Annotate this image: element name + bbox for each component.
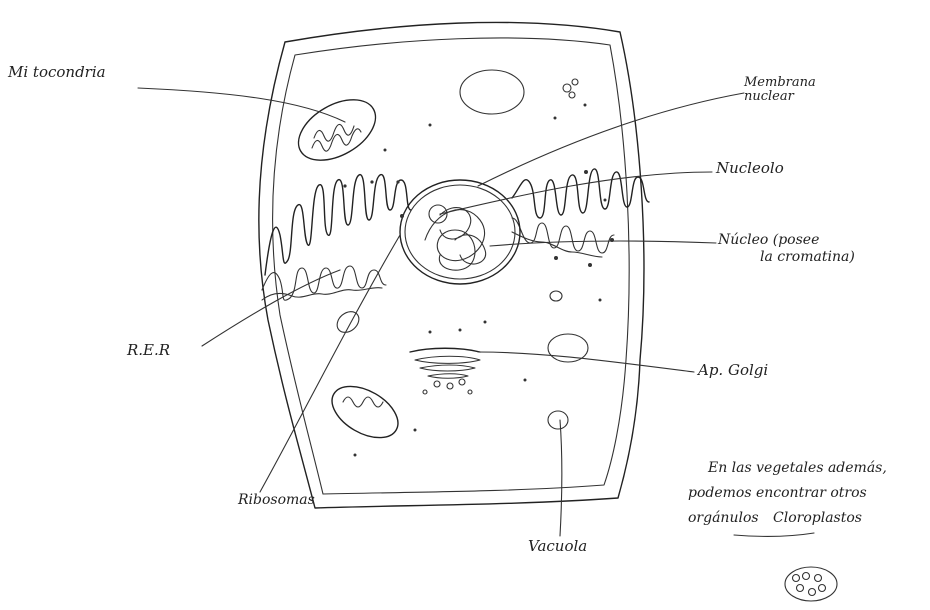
cell-membrane — [273, 38, 630, 494]
note-line4: Cloroplastos — [773, 510, 862, 526]
note-line1: En las vegetales además, — [688, 456, 887, 481]
rer-left — [265, 175, 411, 275]
note-line3: orgánulos — [688, 510, 759, 526]
leader-nucleus — [490, 241, 716, 246]
vegetal-note: En las vegetales además, podemos encontr… — [688, 456, 887, 531]
label-ribosomes: Ribosomas — [238, 492, 315, 509]
label-rer: R.E.R — [127, 342, 170, 359]
label-nuclear-membrane: Membrana nuclear — [744, 76, 816, 104]
vacuole-top — [460, 70, 524, 114]
nucleus — [400, 180, 520, 284]
label-vacuole: Vacuola — [528, 538, 587, 555]
label-nucleus: Núcleo (posee la cromatina) — [718, 232, 855, 266]
vacuole — [548, 411, 568, 429]
label-nucleolus: Nucleolo — [716, 160, 784, 177]
chloroplast-sketch — [785, 567, 837, 601]
label-mitochondria: Mi tocondria — [8, 64, 106, 81]
golgi-apparatus — [410, 348, 480, 394]
mitochondrion-bottom — [323, 376, 406, 448]
label-golgi: Ap. Golgi — [698, 362, 768, 379]
rer-right-2 — [512, 218, 614, 253]
cell-wall — [259, 22, 644, 508]
note-line2: podemos encontrar otros — [688, 481, 887, 506]
small-granules — [563, 79, 578, 98]
note-line3-row: orgánulos Cloroplastos — [688, 506, 887, 531]
rer-left-2 — [262, 266, 386, 300]
label-nuclear-membrane-line2: nuclear — [744, 90, 816, 104]
label-nuclear-membrane-line1: Membrana — [744, 76, 816, 90]
vesicle-small — [333, 307, 363, 336]
ribosome-dots — [343, 104, 614, 457]
leader-mitochondria — [138, 88, 345, 122]
label-nucleus-line1: Núcleo (posee — [718, 232, 855, 249]
note-underline — [734, 533, 814, 536]
leader-vacuole — [560, 420, 562, 536]
label-nucleus-line2: la cromatina) — [718, 249, 855, 266]
vesicle-right — [550, 291, 562, 301]
mitochondrion-top — [288, 87, 386, 172]
